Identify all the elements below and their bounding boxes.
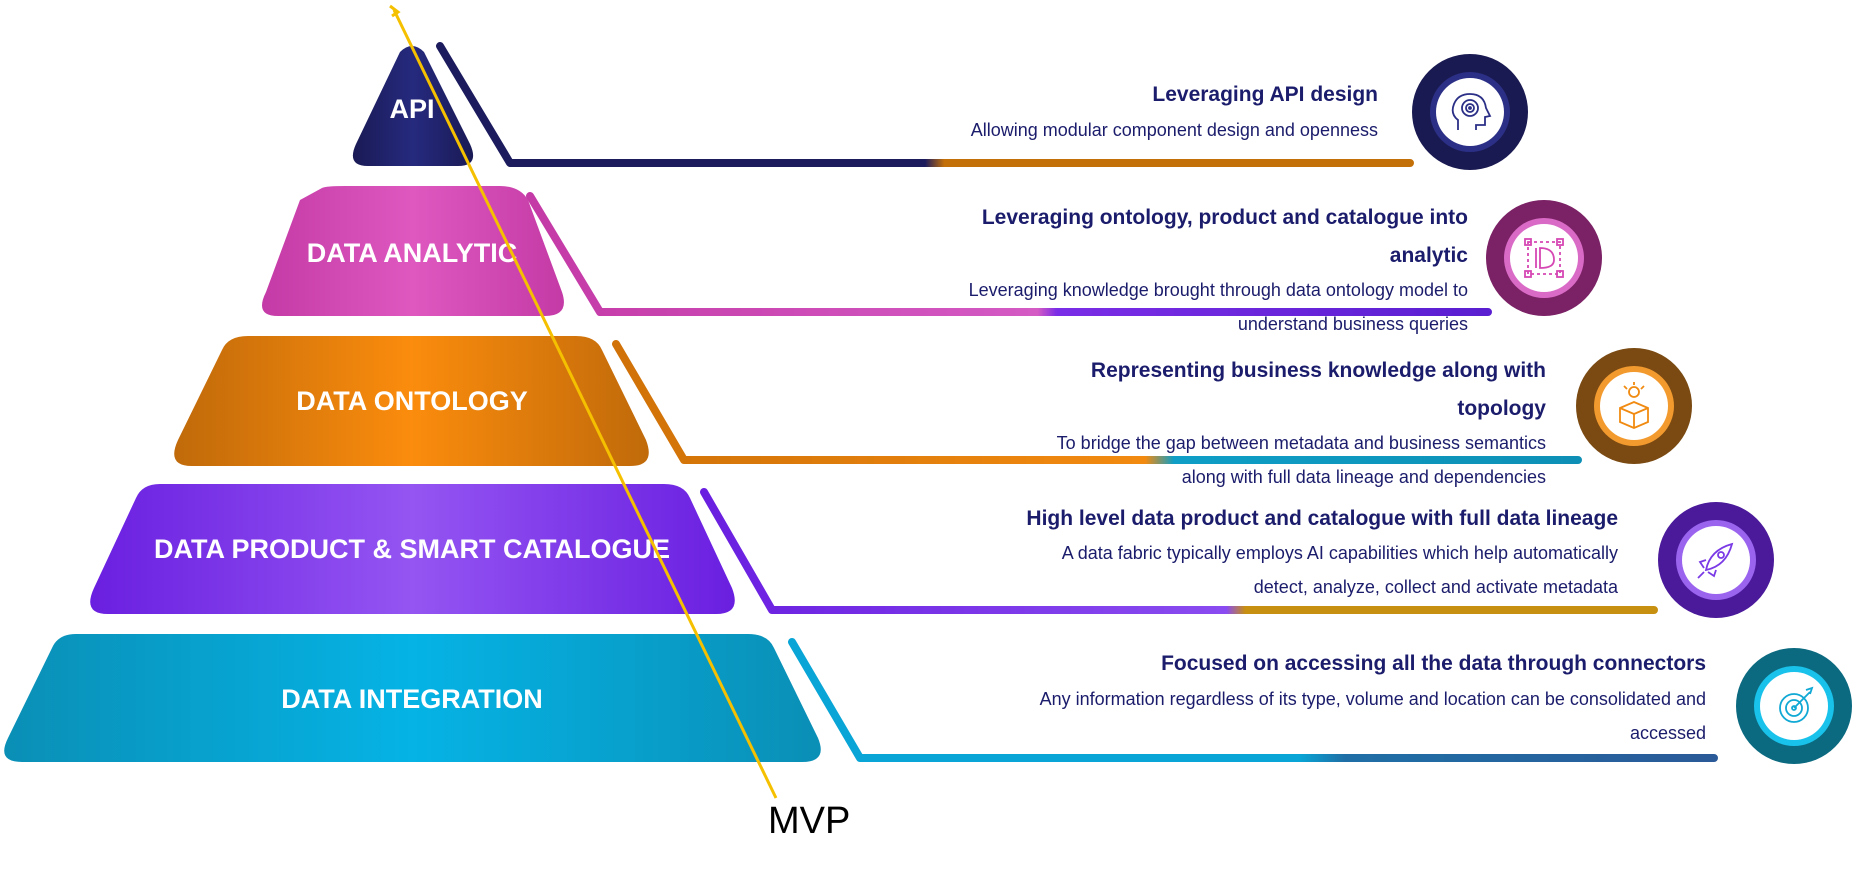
pyramid-layer-api: API <box>352 46 474 166</box>
mvp-line-cap <box>389 4 401 18</box>
feature-title-data-analytic: Leveraging ontology, product and catalog… <box>981 206 1468 267</box>
layer-label-data-integration: DATA INTEGRATION <box>281 684 542 714</box>
mvp-line <box>392 9 778 799</box>
connector-line-data-integration <box>788 638 1718 762</box>
mvp-label: MVP <box>768 800 851 842</box>
feature-title-data-integration: Focused on accessing all the data throug… <box>1161 652 1706 675</box>
connector-line-api <box>436 42 1414 167</box>
layer-label-api: API <box>389 94 434 124</box>
pyramid-layer-data-ontology: DATA ONTOLOGY <box>174 336 649 466</box>
pyramid-layer-data-product: DATA PRODUCT & SMART CATALOGUE <box>90 484 735 614</box>
feature-title-data-product: High level data product and catalogue wi… <box>1026 507 1618 530</box>
rocket-icon <box>1658 502 1774 618</box>
pyramid-layer-data-analytic: DATA ANALYTIC <box>262 186 564 316</box>
brain-head-icon <box>1412 54 1528 170</box>
target-icon <box>1736 648 1852 764</box>
connector-line-data-ontology <box>612 340 1582 464</box>
layer-label-data-analytic: DATA ANALYTIC <box>307 238 518 268</box>
design-tool-icon <box>1486 200 1602 316</box>
connector-line-data-analytic <box>526 192 1492 316</box>
connector-line-data-product <box>700 488 1658 614</box>
layer-label-data-ontology: DATA ONTOLOGY <box>296 386 528 416</box>
pyramid-layer-data-integration: DATA INTEGRATION <box>4 634 821 762</box>
feature-title-api: Leveraging API design <box>1152 83 1378 106</box>
idea-box-icon <box>1576 348 1692 464</box>
feature-desc-data-ontology: To bridge the gap between metadata and b… <box>1056 433 1546 487</box>
feature-desc-data-analytic: Leveraging knowledge brought through dat… <box>968 280 1468 334</box>
feature-title-data-ontology: Representing business knowledge along wi… <box>1090 359 1546 420</box>
layer-label-data-product: DATA PRODUCT & SMART CATALOGUE <box>154 534 670 564</box>
feature-desc-data-integration: Any information regardless of its type, … <box>1039 689 1706 743</box>
feature-desc-api: Allowing modular component design and op… <box>970 120 1378 140</box>
feature-desc-data-product: A data fabric typically employs AI capab… <box>1061 543 1618 597</box>
